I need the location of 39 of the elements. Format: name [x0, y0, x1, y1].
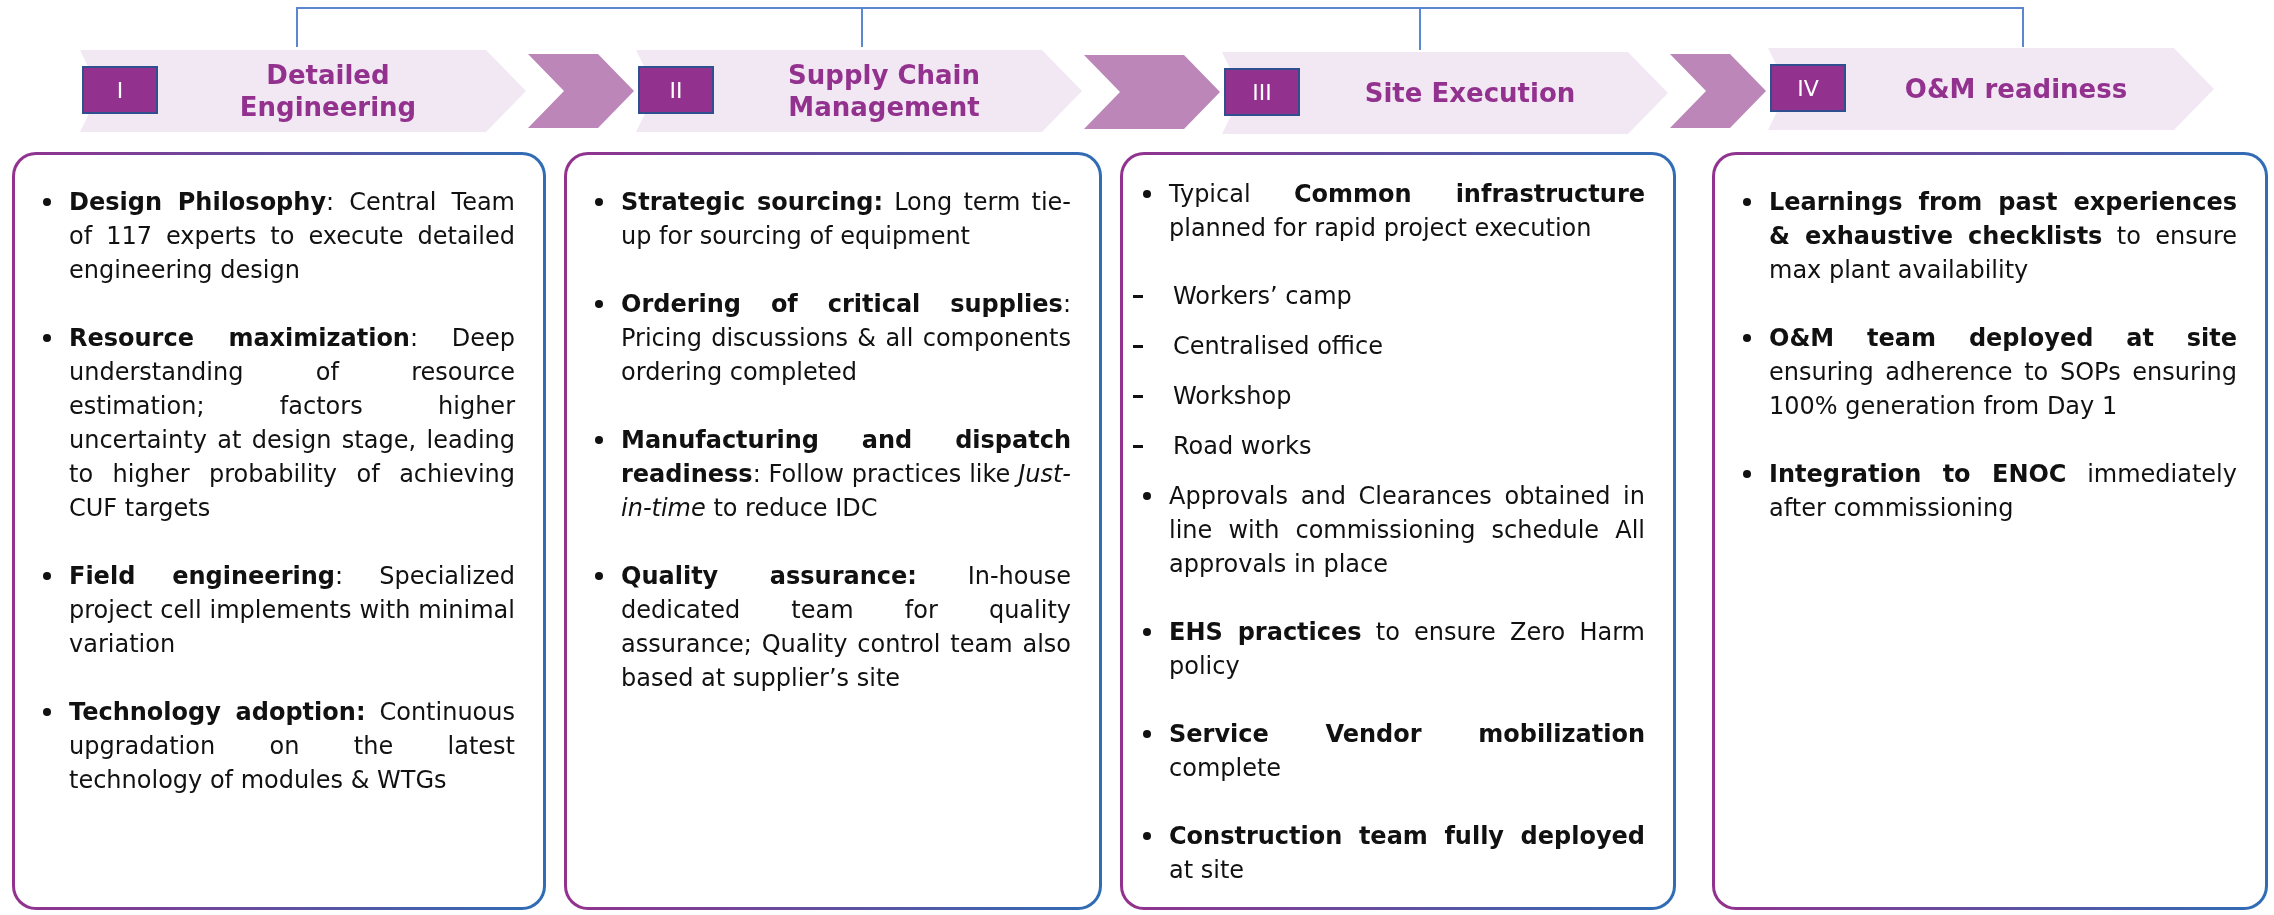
- content-panel: [12, 152, 546, 910]
- content-panel: [1120, 152, 1676, 910]
- stage-title: Supply Chain Management: [787, 59, 981, 123]
- bullet-text: Quality assurance: In-house dedicated team for quality assurance; Quality control team also based at supplier’s site: [621, 561, 1071, 694]
- stage-header-banner: [1768, 48, 2214, 130]
- stage-header-banner: [636, 50, 1082, 132]
- bullet-text: Construction team fully deployed at site: [1169, 821, 1645, 886]
- bullet-text: Field engineering: Specialized project cell implements with minimal variation: [69, 561, 515, 660]
- bullet-text: EHS practices to ensure Zero Harm policy: [1169, 617, 1645, 682]
- chevron-arrow: [528, 54, 634, 128]
- bullet-text: Road works: [1172, 431, 1313, 462]
- stage-header-banner: [80, 50, 526, 132]
- bullet-text: Typical Common infrastructure planned for rapid project execution: [1169, 179, 1645, 244]
- chevron-arrow: [1084, 55, 1220, 129]
- content-panel: [1712, 152, 2268, 910]
- stage-number-badge: III: [1224, 68, 1300, 116]
- bullet-text: Integration to ENOC immediately after commissioning: [1769, 459, 2237, 524]
- bullet-text: Design Philosophy: Central Team of 117 experts to execute detailed engineering design: [69, 187, 515, 286]
- bullet-text: Ordering of critical supplies: Pricing discussions & all components ordering completed: [621, 289, 1071, 388]
- stage-title: Detailed Engineering: [238, 59, 418, 123]
- bullet-text: Strategic sourcing: Long term tie-up for sourcing of equipment: [621, 187, 1071, 252]
- bullet-text: Approvals and Clearances obtained in line with commissioning schedule All approvals in place: [1169, 481, 1645, 580]
- bullet-text: Service Vendor mobilization complete: [1169, 719, 1645, 784]
- stage-header-banner: [1222, 52, 1668, 134]
- stage-number-badge: I: [82, 66, 158, 114]
- bullet-text: O&M team deployed at site ensuring adherence to SOPs ensuring 100% generation from Day 1: [1769, 323, 2237, 422]
- bullet-text: Workers’ camp: [1172, 281, 1353, 312]
- stage-number-badge: IV: [1770, 64, 1846, 112]
- stage-number-badge: II: [638, 66, 714, 114]
- bullet-text: Workshop: [1172, 381, 1293, 412]
- bullet-text: Learnings from past experiences & exhaustive checklists to ensure max plant availability: [1769, 187, 2237, 286]
- bullet-text: Technology adoption: Continuous upgradation on the latest technology of modules & WTGs: [69, 697, 515, 796]
- content-panel: [564, 152, 1102, 910]
- bullet-text: Centralised office: [1172, 331, 1385, 362]
- stage-title: O&M readiness: [1903, 73, 2129, 105]
- chevron-arrow: [1670, 54, 1766, 128]
- bullet-text: Resource maximization: Deep understanding of resource estimation; factors higher uncertainty at design stage, leading to higher probability of achieving CUF targets: [69, 323, 515, 524]
- bullet-text: Manufacturing and dispatch readiness: Follow practices like Just-in-time to reduce IDC: [621, 425, 1071, 524]
- stage-title: Site Execution: [1363, 77, 1577, 109]
